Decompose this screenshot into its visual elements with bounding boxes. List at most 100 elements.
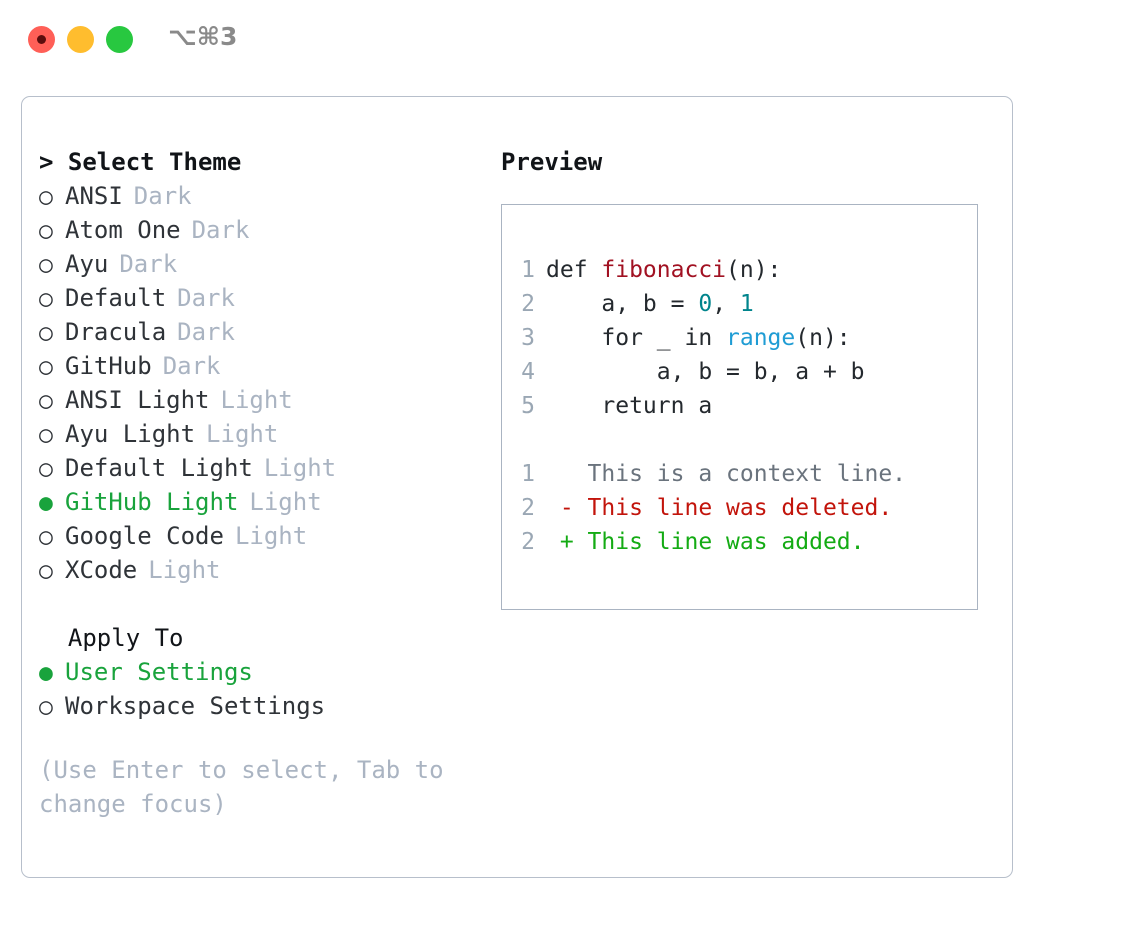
theme-option-google-code[interactable]: ○ Google Code Light — [39, 519, 469, 553]
code-token: a, b = — [546, 291, 699, 317]
code-token: (n): — [795, 325, 851, 351]
apply-option-workspace-settings[interactable]: ○Workspace Settings — [39, 689, 469, 723]
line-number: 4 — [521, 359, 535, 385]
maximize-window-button[interactable] — [106, 26, 133, 53]
theme-option-atom-one[interactable]: ○ Atom One Dark — [39, 213, 469, 247]
option-label: Google Code — [65, 522, 224, 550]
diff-line: 1 This is a context line. — [521, 457, 969, 491]
option-label: ANSI — [65, 182, 123, 210]
code-token: fibonacci — [601, 257, 727, 283]
apply-to-header: Apply To — [39, 624, 184, 652]
theme-option-ansi-light[interactable]: ○ ANSI Light Light — [39, 383, 469, 417]
option-label: Ayu — [65, 250, 109, 278]
option-tag: Dark — [133, 182, 192, 210]
code-token: range — [726, 325, 796, 351]
line-number: 1 — [521, 257, 535, 283]
option-label: ANSI Light — [65, 386, 210, 414]
code-token: 0 — [698, 291, 713, 317]
apply-to-option-list: ● User Settings ○Workspace Settings — [39, 655, 469, 723]
apply-option-user-settings[interactable]: ● User Settings — [39, 655, 469, 689]
radio-unselected-icon: ○ — [39, 422, 53, 448]
line-number: 2 — [521, 291, 535, 317]
radio-unselected-icon: ○ — [39, 286, 53, 312]
radio-unselected-icon: ○ — [39, 558, 53, 584]
keyboard-shortcut-label: ⌥⌘3 — [168, 22, 238, 51]
radio-unselected-icon: ○ — [39, 456, 53, 482]
option-tag: Dark — [162, 352, 221, 380]
option-label: Atom One — [65, 216, 181, 244]
radio-unselected-icon: ○ — [39, 218, 53, 244]
option-label: User Settings — [65, 658, 253, 686]
code-line: 1 def fibonacci(n): — [521, 253, 969, 287]
option-label: Default Light — [65, 454, 253, 482]
line-number: 2 — [521, 495, 535, 521]
code-token: (n): — [726, 257, 782, 283]
line-number: 2 — [521, 529, 535, 555]
minimize-window-button[interactable] — [67, 26, 94, 53]
option-tag: Dark — [177, 318, 235, 346]
option-label: Dracula — [65, 318, 167, 346]
option-label: GitHub Light — [65, 488, 239, 516]
code-line: 4 a, b = b, a + b — [521, 355, 969, 389]
code-line: 2 a, b = 0, 1 — [521, 287, 969, 321]
diff-text: + This line was added. — [546, 529, 865, 555]
section-spacer — [39, 587, 469, 621]
line-number: 1 — [521, 461, 535, 487]
code-line: 5 return a — [521, 389, 969, 423]
radio-selected-icon: ● — [39, 660, 53, 686]
option-tag: Light — [249, 488, 322, 516]
radio-unselected-icon: ○ — [39, 354, 53, 380]
code-token: for _ in — [546, 325, 727, 351]
diff-text: - This line was deleted. — [546, 495, 893, 521]
window-controls — [28, 26, 133, 53]
code-token: def — [546, 257, 602, 283]
radio-unselected-icon: ○ — [39, 524, 53, 550]
option-label: GitHub — [65, 352, 152, 380]
code-token: return a — [546, 393, 713, 419]
radio-unselected-icon: ○ — [39, 388, 53, 414]
option-tag: Light — [148, 556, 221, 584]
diff-text: This is a context line. — [546, 461, 907, 487]
radio-selected-icon: ● — [39, 490, 53, 516]
radio-unselected-icon: ○ — [39, 320, 53, 346]
diff-sample: 1 This is a context line. 2 - This line w… — [521, 457, 969, 559]
close-window-button[interactable] — [28, 26, 55, 53]
theme-option-default-light[interactable]: ○ Default Light Light — [39, 451, 469, 485]
radio-unselected-icon: ○ — [39, 694, 53, 720]
code-token: a, b = b, a + b — [546, 359, 865, 385]
code-token: , — [712, 291, 740, 317]
line-number: 5 — [521, 393, 535, 419]
radio-unselected-icon: ○ — [39, 184, 53, 210]
preview-title: Preview — [501, 148, 603, 176]
select-theme-header: > Select Theme — [39, 148, 242, 176]
code-token: 1 — [739, 291, 754, 317]
option-tag: Light — [234, 522, 308, 550]
diff-line: 2 + This line was added. — [521, 525, 969, 559]
theme-option-default[interactable]: ○ Default Dark — [39, 281, 469, 315]
option-label: Default — [65, 284, 167, 312]
line-number: 3 — [521, 325, 535, 351]
keyboard-hint-text: (Use Enter to select, Tab to change focu… — [39, 756, 444, 818]
theme-option-ayu[interactable]: ○ Ayu Dark — [39, 247, 469, 281]
option-tag: Dark — [177, 284, 235, 312]
theme-option-ansi[interactable]: ○ ANSI Dark — [39, 179, 469, 213]
code-line: 3 for _ in range(n): — [521, 321, 969, 355]
title-bar: ⌥⌘3 — [0, 0, 1140, 80]
theme-option-github[interactable]: ○ GitHub Dark — [39, 349, 469, 383]
option-tag: Dark — [191, 216, 250, 244]
option-tag: Light — [220, 386, 293, 414]
option-tag: Dark — [119, 250, 178, 278]
radio-unselected-icon: ○ — [39, 252, 53, 278]
option-tag: Light — [263, 454, 337, 482]
theme-option-dracula[interactable]: ○ Dracula Dark — [39, 315, 469, 349]
theme-option-github-light[interactable]: ● GitHub Light Light — [39, 485, 469, 519]
